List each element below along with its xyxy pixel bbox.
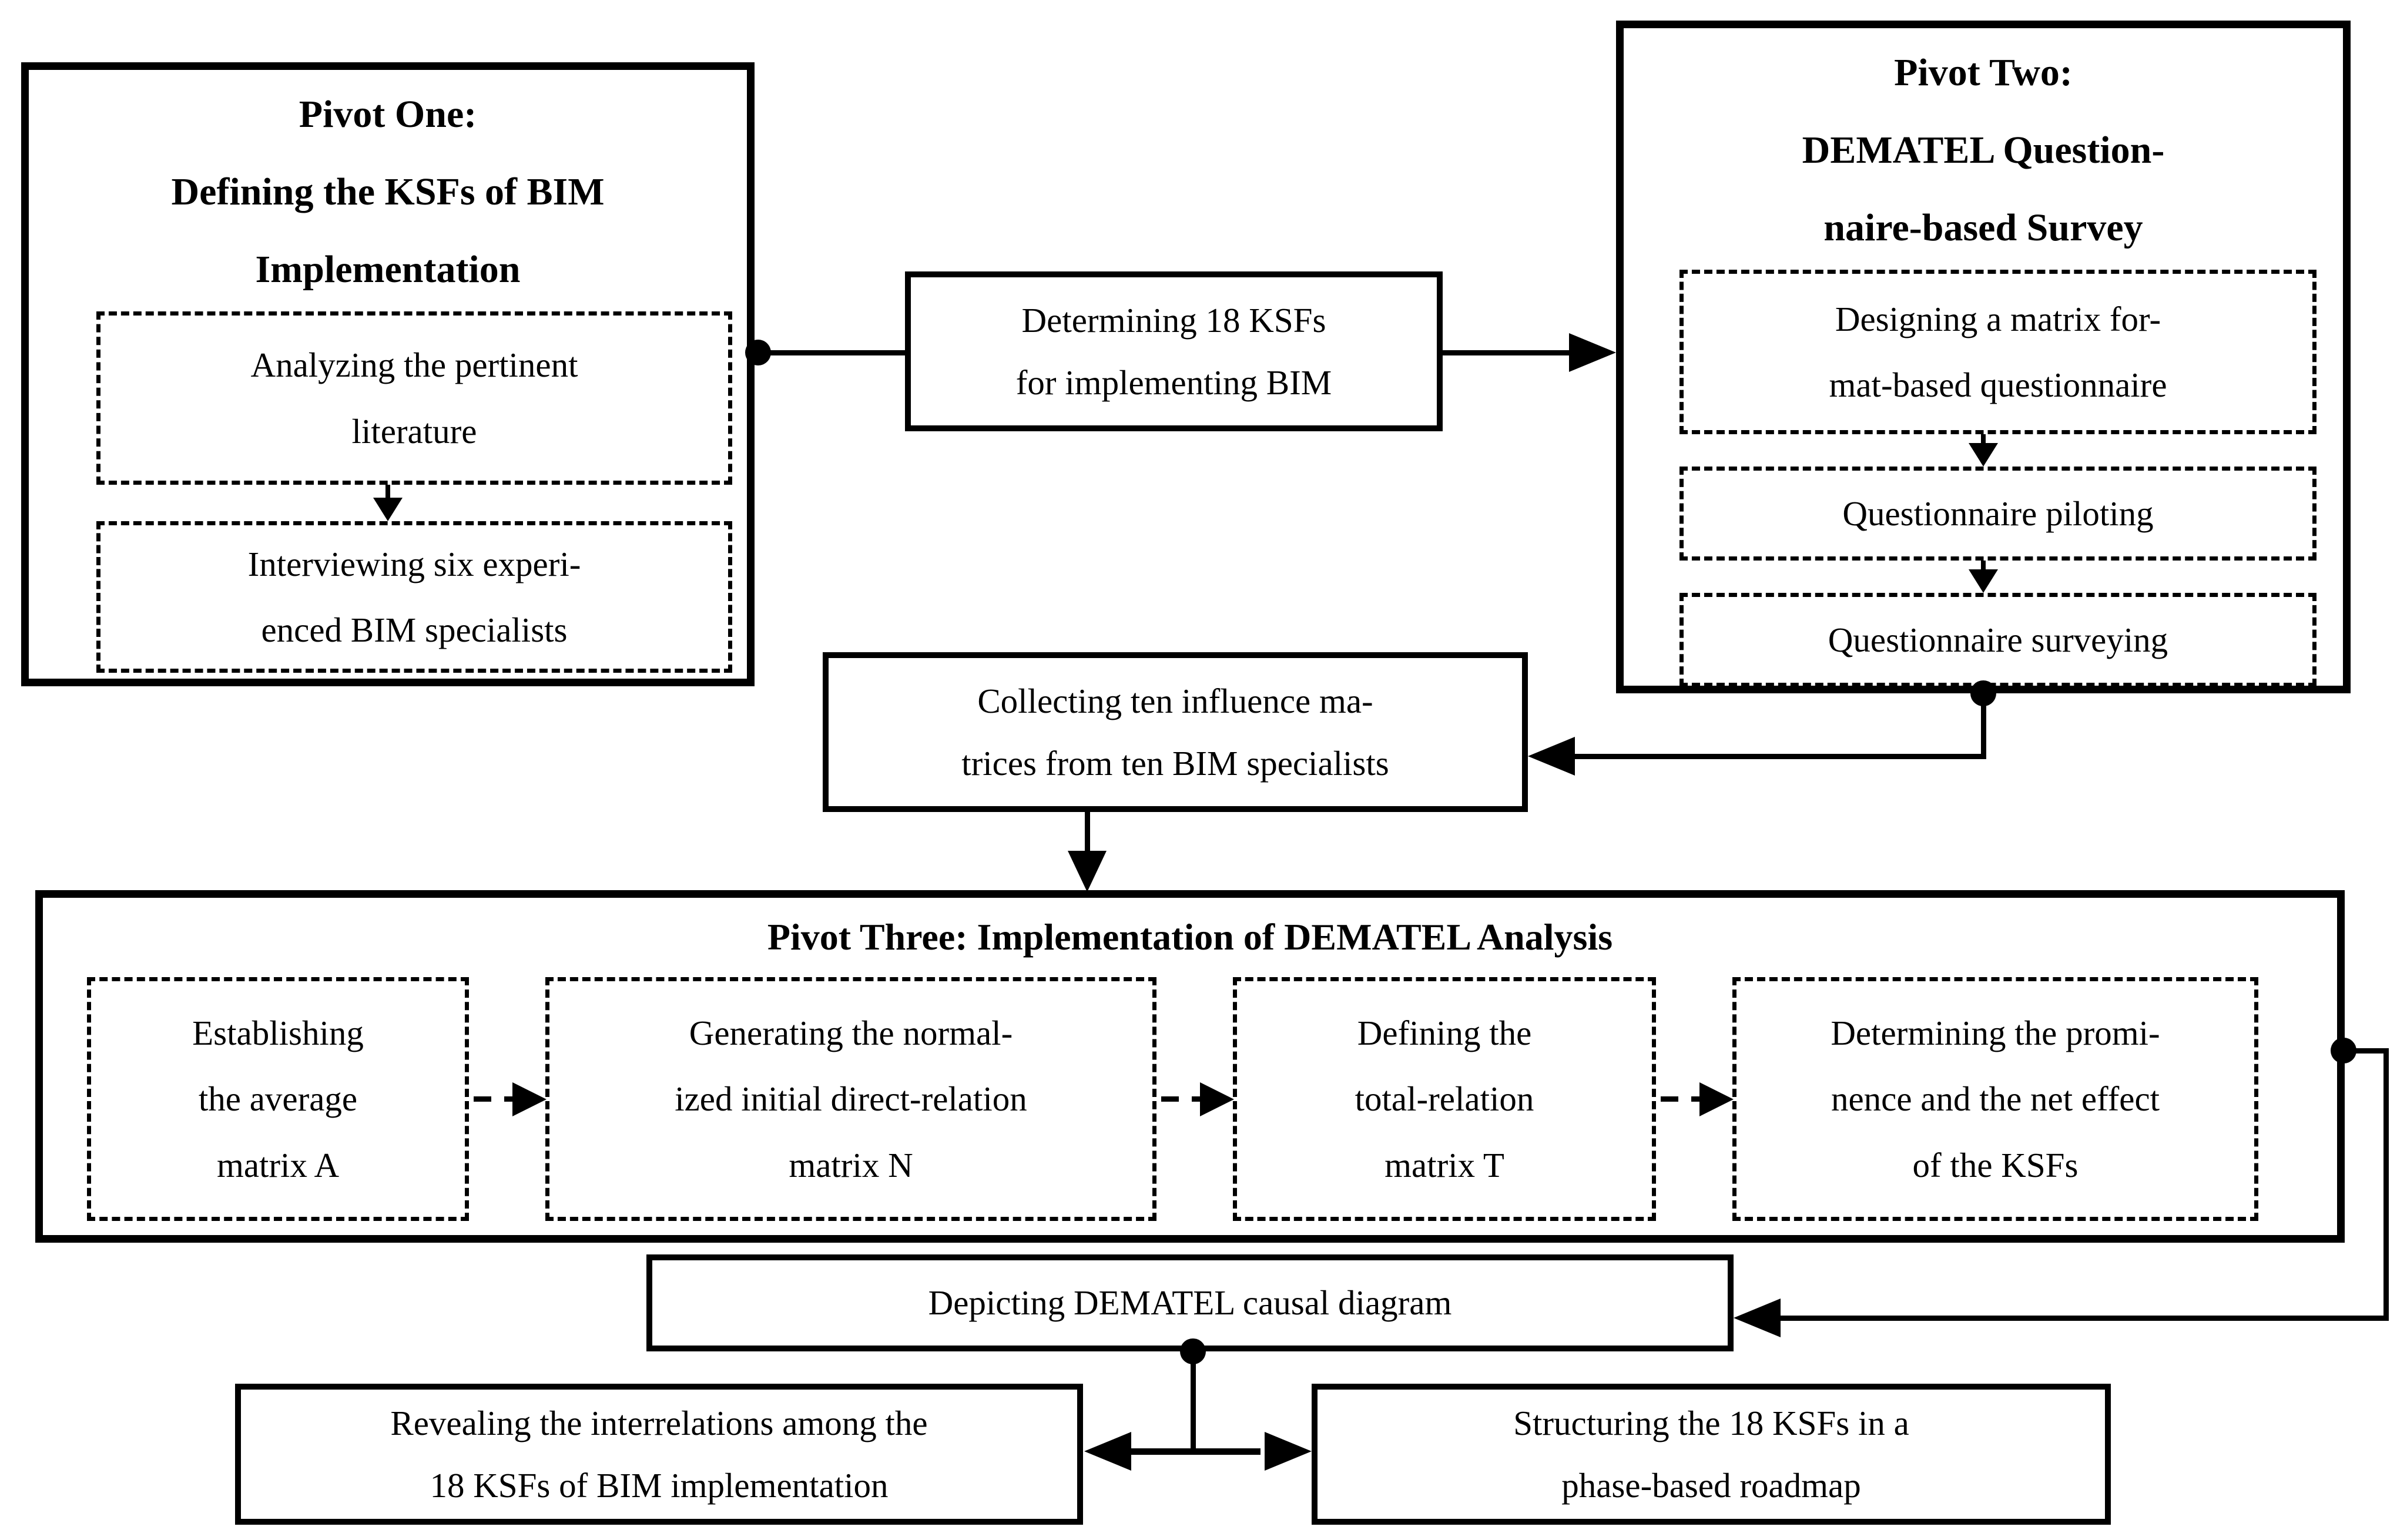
- pivot-one-title-line: Pivot One:: [299, 93, 477, 136]
- step-line: matrix A: [216, 1145, 340, 1185]
- connector-determining-to-pivot2: [1443, 350, 1575, 355]
- pivot-one-title-line: Implementation: [255, 248, 521, 291]
- arrow-head: [373, 498, 403, 521]
- connector-double-arrow: [1125, 1448, 1261, 1455]
- step-line: Analyzing the pertinent: [250, 345, 578, 385]
- step-interviewing-specialists: Interviewing six experi- enced BIM speci…: [96, 521, 732, 673]
- structuring-roadmap-box: Structuring the 18 KSFs in a phase-based…: [1312, 1384, 2111, 1525]
- determining-line: Determining 18 KSFs: [1021, 300, 1326, 340]
- connector-pivot2-to-collecting: [1569, 754, 1986, 759]
- pivot-one-title-line: Defining the KSFs of BIM: [171, 170, 605, 213]
- connector-pivot2-down: [1981, 693, 1986, 757]
- down-arrow-icon: [29, 485, 747, 521]
- pivot-three-title: Pivot Three: Implementation of DEMATEL A…: [767, 916, 1613, 958]
- step-line: the average: [198, 1079, 358, 1119]
- depicting-line: Depicting DEMATEL causal diagram: [928, 1283, 1452, 1323]
- step-line: Defining the: [1357, 1014, 1532, 1053]
- step-line: of the KSFs: [1912, 1145, 2079, 1185]
- left-arrow-icon: [1734, 1299, 1781, 1337]
- pivot-two-title: Pivot Two: DEMATEL Question- naire-based…: [1624, 28, 2343, 270]
- dashed-arrow-stem: [474, 1096, 515, 1102]
- step-questionnaire-piloting: Questionnaire piloting: [1679, 467, 2317, 561]
- collecting-line: Collecting ten influence ma-: [977, 681, 1373, 720]
- step-line: literature: [351, 411, 477, 451]
- right-arrow-icon: [512, 1082, 547, 1116]
- step-line: total-relation: [1355, 1079, 1534, 1119]
- pivot-one-title: Pivot One: Defining the KSFs of BIM Impl…: [29, 70, 747, 311]
- left-arrow-icon: [1084, 1432, 1131, 1471]
- arrow-stem: [1981, 434, 1986, 443]
- collecting-matrices-box: Collecting ten influence ma- trices from…: [823, 652, 1528, 812]
- step-line: nence and the net effect: [1831, 1079, 2160, 1119]
- step-prominence-net-effect: Determining the promi- nence and the net…: [1732, 977, 2258, 1221]
- connector-pivot3-to-depicting: [1775, 1316, 2389, 1321]
- right-arrow-icon: [1200, 1082, 1234, 1116]
- pivot-two-box: Pivot Two: DEMATEL Question- naire-based…: [1616, 21, 2351, 693]
- step-line: Questionnaire piloting: [1842, 494, 2154, 533]
- step-analyzing-literature: Analyzing the pertinent literature: [96, 311, 732, 485]
- depicting-causal-diagram-box: Depicting DEMATEL causal diagram: [646, 1254, 1734, 1351]
- step-line: Designing a matrix for-: [1835, 299, 2161, 338]
- determining-ksfs-box: Determining 18 KSFs for implementing BIM: [905, 271, 1443, 431]
- collecting-line: trices from ten BIM specialists: [961, 744, 1389, 783]
- revealing-line: 18 KSFs of BIM implementation: [430, 1466, 889, 1505]
- arrow-head: [1969, 443, 1998, 467]
- step-line: ized initial direct-relation: [675, 1079, 1027, 1119]
- step-line: Determining the promi-: [1831, 1014, 2160, 1053]
- connector-pivot1-to-determining: [755, 350, 905, 355]
- down-arrow-icon: [1624, 434, 2343, 467]
- pivot-two-title-line: Pivot Two:: [1894, 51, 2073, 94]
- down-arrow-icon: [1068, 851, 1107, 892]
- dashed-arrow-stem: [1161, 1096, 1202, 1102]
- determining-line: for implementing BIM: [1015, 363, 1332, 402]
- arrow-stem: [1981, 561, 1986, 569]
- step-questionnaire-surveying: Questionnaire surveying: [1679, 593, 2317, 687]
- down-arrow-icon: [1624, 561, 2343, 593]
- connector-collecting-to-pivot3: [1085, 812, 1090, 856]
- structuring-line: Structuring the 18 KSFs in a: [1513, 1403, 1909, 1442]
- revealing-interrelations-box: Revealing the interrelations among the 1…: [235, 1384, 1083, 1525]
- step-line: matrix T: [1384, 1145, 1504, 1185]
- left-arrow-icon: [1528, 737, 1575, 776]
- dashed-arrow-stem: [1661, 1096, 1702, 1102]
- step-normalized-matrix: Generating the normal- ized initial dire…: [545, 977, 1156, 1221]
- step-line: Generating the normal-: [689, 1014, 1013, 1053]
- step-line: Establishing: [192, 1014, 364, 1053]
- connector-pivot3-down: [2383, 1048, 2389, 1318]
- step-average-matrix: Establishing the average matrix A: [87, 977, 469, 1221]
- structuring-line: phase-based roadmap: [1561, 1466, 1861, 1505]
- right-arrow-icon: [1265, 1432, 1312, 1471]
- revealing-line: Revealing the interrelations among the: [390, 1403, 928, 1442]
- arrow-stem: [385, 485, 390, 498]
- pivot-three-box: Pivot Three: Implementation of DEMATEL A…: [35, 890, 2345, 1243]
- step-line: enced BIM specialists: [261, 610, 568, 649]
- step-line: Interviewing six experi-: [247, 544, 581, 583]
- arrow-head: [1969, 569, 1998, 593]
- step-line: matrix N: [789, 1145, 913, 1185]
- right-arrow-icon: [1569, 333, 1616, 372]
- pivot-two-title-line: naire-based Survey: [1823, 206, 2143, 249]
- pivot-one-box: Pivot One: Defining the KSFs of BIM Impl…: [21, 62, 755, 686]
- right-arrow-icon: [1699, 1082, 1734, 1116]
- connector-pivot3-right: [2345, 1048, 2389, 1053]
- step-line: Questionnaire surveying: [1828, 620, 2168, 659]
- step-total-relation-matrix: Defining the total-relation matrix T: [1233, 977, 1656, 1221]
- step-designing-questionnaire: Designing a matrix for- mat-based questi…: [1679, 270, 2317, 434]
- connector-depicting-down: [1191, 1351, 1196, 1454]
- step-line: mat-based questionnaire: [1829, 365, 2167, 404]
- pivot-two-title-line: DEMATEL Question-: [1802, 129, 2165, 172]
